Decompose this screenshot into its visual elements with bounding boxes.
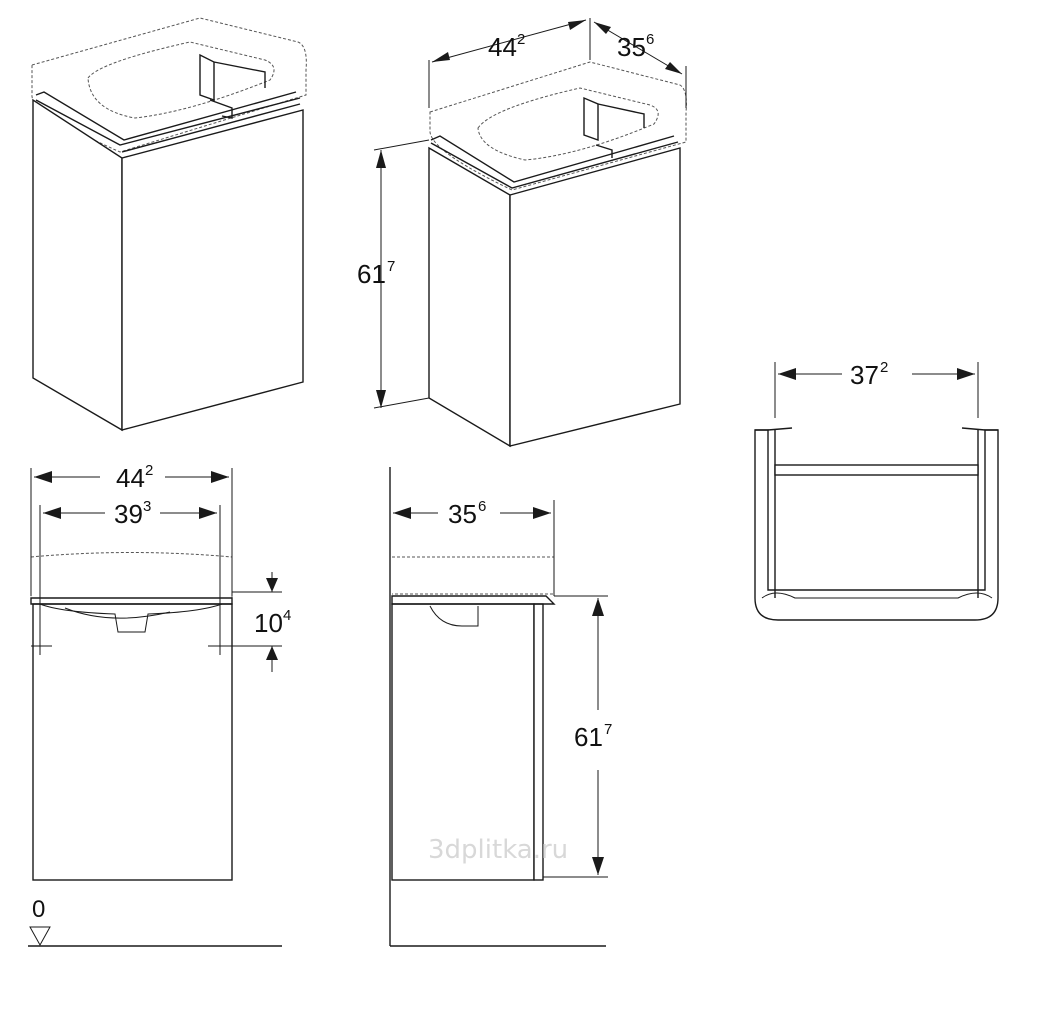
watermark: 3dplitka.ru bbox=[428, 835, 568, 865]
dim-iso-depth-sup: 6 bbox=[646, 31, 654, 48]
dim-label-iso-width: 44 2 bbox=[488, 31, 525, 62]
top-view bbox=[754, 362, 999, 621]
dim-label-front-inner: 39 3 bbox=[114, 498, 151, 529]
dim-front-thickness-base: 10 bbox=[254, 608, 283, 638]
dim-label-top-width: 37 2 bbox=[850, 359, 888, 390]
iso-view-left bbox=[31, 17, 307, 432]
dim-side-depth-base: 35 bbox=[448, 499, 477, 529]
floor-level-label: 0 bbox=[32, 896, 45, 923]
dim-iso-depth-base: 35 bbox=[617, 32, 646, 62]
dim-front-inner-base: 39 bbox=[114, 499, 143, 529]
front-view bbox=[28, 468, 282, 947]
dim-side-height-base: 61 bbox=[574, 722, 603, 752]
dim-label-side-depth: 35 6 bbox=[448, 498, 486, 529]
dim-label-front-top-thickness: 10 4 bbox=[254, 607, 291, 638]
dim-iso-width-base: 44 bbox=[488, 32, 517, 62]
dim-label-iso-depth: 35 6 bbox=[617, 31, 654, 62]
dim-side-height-sup: 7 bbox=[604, 721, 612, 738]
iso-view-right bbox=[373, 18, 687, 448]
dim-front-overall-sup: 2 bbox=[145, 462, 153, 479]
dim-top-width-base: 37 bbox=[850, 360, 879, 390]
dim-iso-height-sup: 7 bbox=[387, 258, 395, 275]
dim-label-front-overall: 44 2 bbox=[116, 462, 153, 493]
side-view bbox=[389, 467, 608, 947]
dim-front-overall-base: 44 bbox=[116, 463, 145, 493]
dim-top-width-sup: 2 bbox=[880, 359, 888, 376]
dim-label-iso-height: 61 7 bbox=[357, 258, 395, 289]
dim-iso-height-base: 61 bbox=[357, 259, 386, 289]
dim-side-depth-sup: 6 bbox=[478, 498, 486, 515]
dim-front-thickness-sup: 4 bbox=[283, 607, 291, 624]
dim-front-inner-sup: 3 bbox=[143, 498, 151, 515]
dim-label-side-height: 61 7 bbox=[574, 721, 612, 752]
dim-iso-width-sup: 2 bbox=[517, 31, 525, 48]
